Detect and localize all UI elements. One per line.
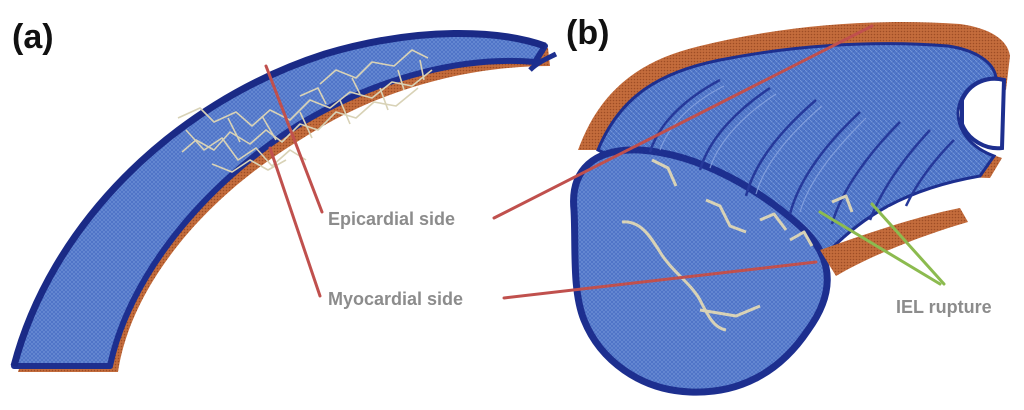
iel-rupture-line-2 [870,202,946,286]
iel-rupture-label: IEL rupture [896,297,992,317]
cut-end-a [528,51,558,72]
vessel-folds-b [648,78,955,225]
callout-labels: Epicardial side Myocardial side IEL rupt… [328,209,992,317]
cross-section-face-b [570,146,831,396]
iel-rupture-line-1 [818,210,942,286]
panel-b: (b) [566,14,1010,396]
adventitia-rim-b [820,208,968,276]
vessel-fold-highlights-b [659,85,867,213]
myocardial-line-a [268,146,322,298]
epicardial-line-a [264,64,324,214]
lumen-edge-a [10,30,547,367]
far-lumen-opening-b [960,76,1007,151]
myocardial-label: Myocardial side [328,289,463,309]
panel-b-label: (b) [566,14,609,52]
panel-a-vessel-wall [10,30,558,373]
myocardial-line-b [502,260,818,300]
epicardial-label: Epicardial side [328,209,455,229]
epicardial-line-b [492,24,874,220]
panel-a: (a) [10,18,558,373]
panel-a-label: (a) [12,18,54,56]
intima-layer-a [11,30,548,369]
callout-lines [264,24,946,300]
